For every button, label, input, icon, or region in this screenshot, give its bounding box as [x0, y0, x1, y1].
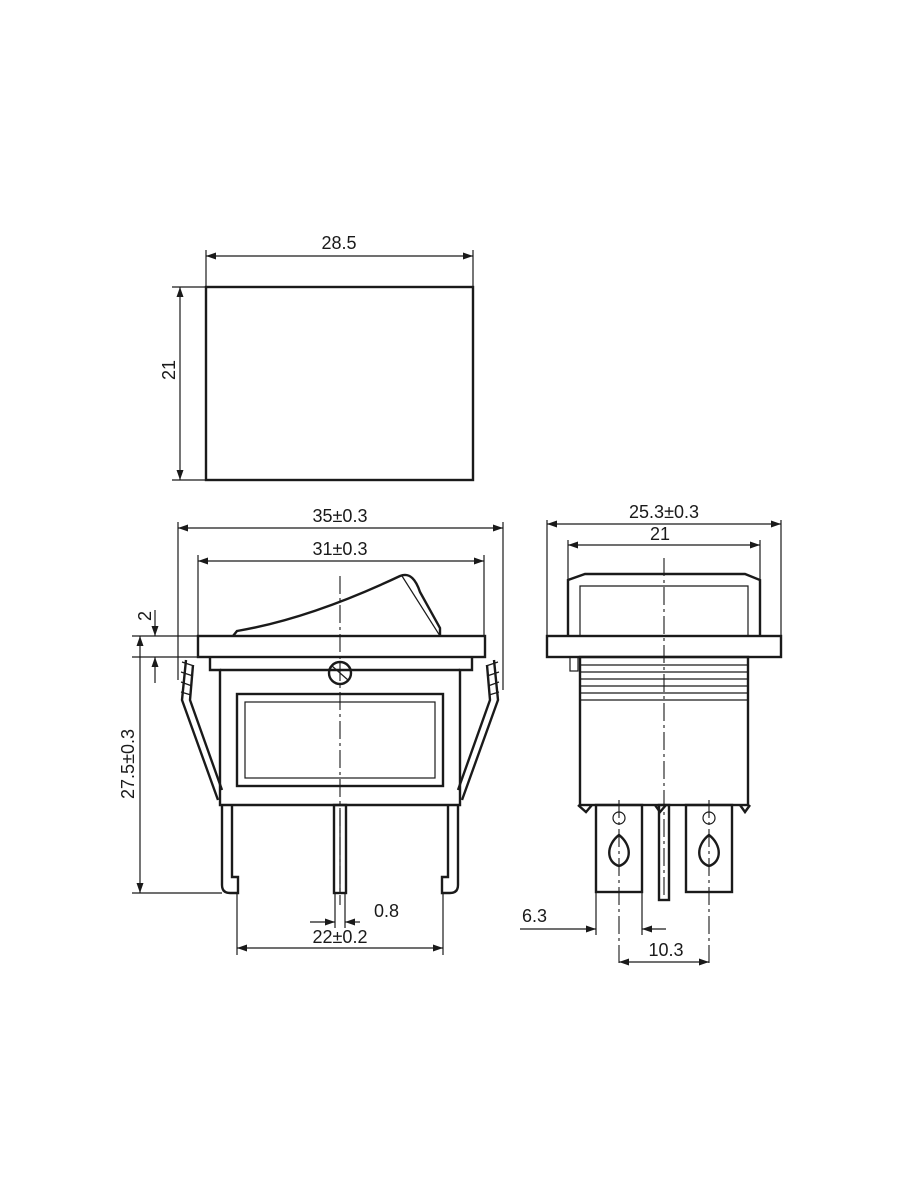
cutout-view: 28.5 21 [159, 233, 475, 482]
side-view: 25.3±0.3 21 6.3 10.3 [520, 502, 783, 966]
cutout-rectangle [204, 285, 475, 482]
spring-teeth [485, 661, 500, 696]
terminal-width-label: 6.3 [522, 906, 547, 926]
rocker-actuator [232, 573, 442, 637]
switch-body [208, 657, 474, 807]
side-terminal-right [684, 803, 734, 894]
snap-spring-left [180, 659, 224, 801]
side-terminal-left [594, 803, 644, 894]
rivet-icon [327, 660, 353, 686]
terminal-right [440, 805, 460, 895]
rocker-edge [401, 575, 441, 637]
front-height-label: 27.5±0.3 [118, 729, 138, 799]
flange-thickness-label: 2 [135, 611, 155, 621]
spring-teeth [180, 661, 195, 696]
side-latch [569, 656, 579, 672]
cutout-width-label: 28.5 [321, 233, 356, 253]
cutout-height-label: 21 [159, 360, 179, 380]
front-inner-width-label: 31±0.3 [313, 539, 368, 559]
front-outer-width-label: 35±0.3 [313, 506, 368, 526]
side-actuator-inner [579, 585, 749, 636]
side-inner-width-label: 21 [650, 524, 670, 544]
pin-span-label: 22±0.2 [313, 927, 368, 947]
terminal-left [220, 805, 240, 895]
front-view: 35±0.3 31±0.3 2 27.5±0.3 0.8 22±0.2 [118, 506, 504, 955]
side-outer-width-label: 25.3±0.3 [629, 502, 699, 522]
flange [196, 634, 487, 659]
terminal-pitch-label: 10.3 [648, 940, 683, 960]
snap-spring-right [456, 659, 500, 801]
pin-width-label: 0.8 [374, 901, 399, 921]
side-actuator [566, 572, 762, 636]
